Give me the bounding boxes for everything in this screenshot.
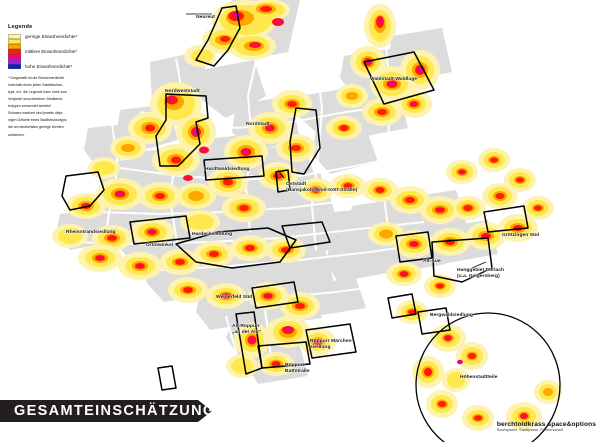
place-label-13: Bergwaldsiedlung (430, 313, 473, 318)
outline-alt-aue (395, 231, 433, 263)
place-label-11: Hanggebiet Durlach (u.a. Geigersberg) (457, 268, 505, 280)
outline-bergwaldsiedlung-2 (387, 293, 417, 319)
place-label-6: Rheinstrandsiedlung (66, 230, 116, 235)
place-label-12: Weiherfeld Süd (216, 295, 253, 300)
legend-label-mittlere: mittlere Einwohnerdichte* (25, 49, 78, 54)
title-banner: GESAMTEINSCHÄTZUNG (0, 400, 212, 422)
outline-weiherfeld-sued (251, 281, 299, 309)
density-cluster-hoehenstadtteile (412, 324, 562, 431)
legend-footnote-line-1: innerhalb eines jeden Stadtstruktur- (8, 83, 64, 88)
legend-label-geringe: geringe Einwohnerdichte* (25, 34, 78, 39)
legend: Legende geringe Einwohnerdichte* mittler… (8, 24, 100, 140)
place-label-14: Alt-Rüppurr „an der Alb“ (232, 324, 262, 336)
place-label-10: Alt-Aue (423, 259, 441, 264)
place-label-1: Waldstadt-Waldlage (370, 77, 417, 82)
outline-groetzingen-sued (483, 205, 529, 233)
hoehenstadtteile-circle (415, 312, 561, 442)
density-cluster-oststadt (298, 174, 538, 258)
place-label-8: Grünwinkel (146, 243, 174, 248)
legend-footnote-line-0: * Dargestellt ist die Einwohnerdichte (8, 76, 65, 80)
place-label-7: Hardecksiedlung (192, 232, 233, 237)
legend-footnote-line-6: nigen Gebiete eines Stadtstrukturtyps, (8, 118, 68, 123)
place-label-2: Nordweststadt (165, 89, 200, 94)
legend-footnote-line-4: turtypen verwendet werden! (8, 104, 52, 109)
highlight-outlines-layer (61, 5, 529, 391)
outline-rheinstrandsiedlung (129, 215, 191, 245)
legend-footnote-line-5: Schwarz markiert sind jeweils dieje- (8, 111, 64, 116)
density-cluster-south (78, 235, 336, 378)
outline-bergwaldsiedlung (417, 307, 451, 335)
place-label-17: Höhenstadtteile (460, 375, 498, 380)
place-label-5: Oststadt (Hansjakob-/Emil-Gött-Straße) (286, 182, 358, 194)
outline-small-south (157, 365, 177, 391)
outline-rueppurr-maerchen (305, 323, 357, 359)
credit-company: berchtoldkrass space&options (496, 420, 596, 428)
legend-swatch-5 (8, 59, 21, 64)
credit-subtitle: Raumplaner, Stadtplaner, Partnerschaft (496, 428, 563, 432)
legend-item-0: geringe Einwohnerdichte* (8, 34, 100, 39)
density-cluster-nordwest (52, 82, 316, 251)
legend-footnote-line-7: die am deutlichsten geringe Dichten (8, 125, 64, 130)
outline-neureut (195, 5, 241, 67)
legend-swatch-1 (8, 39, 21, 44)
legend-footnote: * Dargestellt ist die Einwohnerdichte inn… (8, 76, 78, 138)
place-label-16: Rüppurr Battstraße (285, 363, 310, 375)
outline-nordstadt (289, 107, 321, 175)
legend-label-hohe: hohe Einwohnerdichte* (25, 64, 73, 69)
legend-item-4 (8, 54, 100, 59)
place-label-9: Grötzingen Süd (502, 233, 540, 238)
legend-item-5 (8, 59, 100, 64)
credit-block: berchtoldkrass space&options Raumplaner,… (497, 421, 596, 433)
legend-item-1 (8, 39, 100, 44)
legend-swatch-2 (8, 44, 21, 49)
legend-footnote-line-8: aufweisen. (8, 132, 25, 137)
outline-nordweststadt (155, 93, 209, 167)
place-label-3: Nordstadt (246, 122, 270, 127)
legend-item-2 (8, 44, 100, 49)
label-leader-lines (186, 13, 487, 269)
legend-footnote-line-3: Vergleich verschiedener Stadtstruk- (8, 97, 64, 102)
density-cluster-neureut (184, 0, 290, 67)
outline-oststadt (275, 169, 291, 193)
legend-footnote-line-2: typs, d.h. die Legende kann nicht zum (8, 90, 67, 95)
outline-hardecksiedlung (281, 221, 331, 249)
outline-waldstadt (363, 51, 435, 105)
outline-rueppurr-battstrasse (257, 341, 311, 369)
legend-swatch-hohe (8, 64, 21, 69)
outline-gruenwinkel (175, 227, 297, 269)
legend-swatch-geringe (8, 34, 21, 39)
outline-hardtwaldsiedlung-2 (61, 171, 105, 211)
density-cluster-waldstadt (326, 4, 440, 140)
legend-swatch-mittlere (8, 49, 21, 54)
title-banner-text: GESAMTEINSCHÄTZUNG (14, 403, 216, 419)
place-label-15: Rüppurr Märchen- siedlung (310, 339, 354, 351)
legend-item-6: hohe Einwohnerdichte* (8, 64, 100, 69)
density-cluster-east (386, 148, 554, 324)
outline-hardtwaldsiedlung (203, 155, 265, 181)
place-label-4: Hardtwaldsiedlung (205, 167, 250, 172)
outline-hanggebiet-durlach (431, 237, 493, 283)
legend-item-3: mittlere Einwohnerdichte* (8, 49, 100, 54)
legend-title: Legende (8, 24, 33, 30)
place-label-0: Neureut (196, 15, 215, 20)
legend-swatch-4 (8, 54, 21, 59)
